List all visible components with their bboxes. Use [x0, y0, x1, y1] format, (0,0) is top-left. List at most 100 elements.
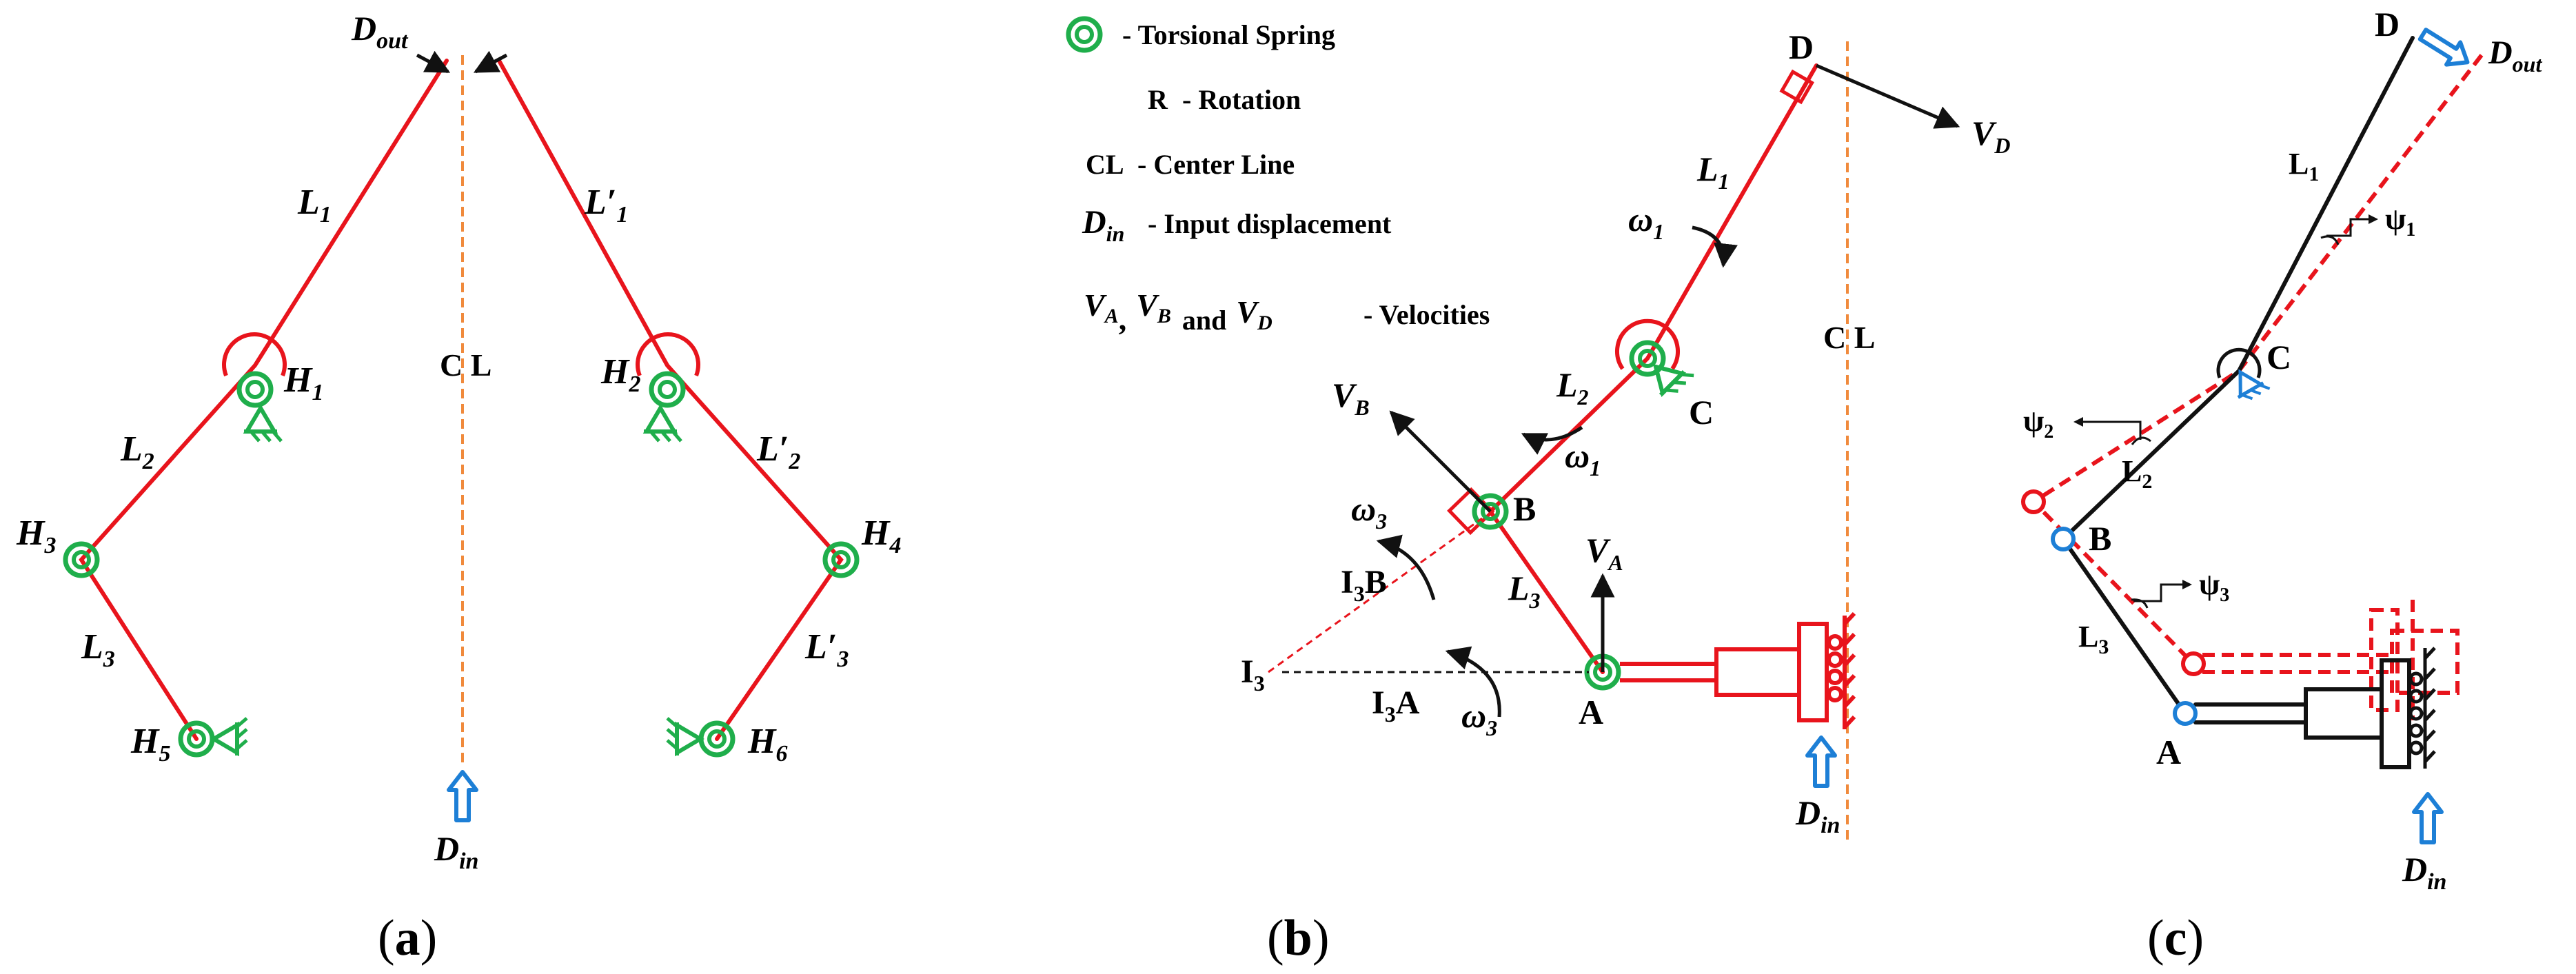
panel-a: C L Dout L1 L′1 L2 L′2 L3 L′3 H1 — [16, 9, 901, 966]
i3-label: I3 — [1241, 653, 1265, 696]
d-out-arrow-c — [2417, 28, 2470, 67]
w1-label-upper: ω1 — [1628, 200, 1664, 244]
undeformed-configuration — [2060, 36, 2415, 769]
b-deformed-joint — [2021, 489, 2046, 514]
h4-label: H4 — [861, 514, 901, 558]
center-line-label-b: C L — [1823, 320, 1875, 355]
h1-label: H1 — [283, 361, 323, 405]
l2-label-a: L2 — [120, 429, 154, 474]
mechanism-links-b — [1488, 63, 1818, 674]
h5-ground-icon — [214, 718, 247, 755]
l3-label-b: L3 — [1508, 569, 1541, 613]
d-out-label-c: Dout — [2488, 34, 2542, 77]
legend-spring-text: - Torsional Spring — [1122, 19, 1335, 50]
va-label: VA — [1585, 531, 1623, 575]
h2-label: H2 — [600, 352, 640, 397]
d-right-angle — [1779, 69, 1814, 105]
w3-label-upper: ω3 — [1351, 489, 1387, 534]
l2-label-b: L2 — [1556, 365, 1589, 409]
l1-label-b: L1 — [1696, 150, 1730, 194]
h6-ground-icon — [667, 718, 700, 755]
vd-vector — [1816, 63, 1960, 129]
psi-markers — [2082, 218, 2370, 609]
legend-velocity-text: - Velocities — [1363, 299, 1490, 330]
l3-label-c: L3 — [2078, 620, 2109, 658]
h2-ground-icon — [644, 408, 681, 441]
point-c-c: C — [2266, 338, 2291, 376]
d-in-arrow-b — [1807, 738, 1835, 786]
i3a-label: I3A — [1372, 684, 1420, 727]
left-chain-links — [79, 59, 449, 741]
l2p-label-a: L′2 — [756, 429, 800, 474]
w3-rotation-arc-upper — [1376, 534, 1436, 600]
ground-c-icon-b — [1644, 352, 1694, 402]
psi3-label: ψ3 — [2199, 567, 2229, 606]
d-in-label-a: Din — [434, 829, 478, 874]
legend: - Torsional Spring R - Rotation CL - Cen… — [1068, 19, 1490, 336]
legend-r-key: R — [1148, 84, 1168, 115]
w1-rotation-arc-upper — [1692, 225, 1738, 268]
vd-label: VD — [1971, 114, 2010, 158]
panel-b: - Torsional Spring R - Rotation CL - Cen… — [1068, 19, 2010, 966]
a-joint-c — [2173, 701, 2198, 726]
point-d-c: D — [2375, 5, 2400, 43]
legend-r-text: - Rotation — [1182, 84, 1301, 115]
h1-ground-icon — [244, 408, 281, 441]
point-d-b: D — [1789, 28, 1814, 66]
l2-label-c: L2 — [2122, 454, 2152, 493]
legend-cl-text: - Center Line — [1137, 149, 1295, 180]
point-a-b: A — [1579, 693, 1603, 731]
psi1-label: ψ1 — [2385, 202, 2415, 241]
ground-slider-c — [2408, 647, 2436, 769]
l3p-label-a: L′3 — [804, 627, 849, 672]
h2-hinge-arc — [636, 332, 700, 377]
panel-c: D Dout C B A L1 L2 L3 ψ1 ψ2 ψ3 Din (c) — [2021, 5, 2542, 966]
point-c-b: C — [1689, 393, 1714, 432]
l1p-label-a: L′1 — [584, 183, 628, 227]
w3-label-lower: ω3 — [1461, 696, 1497, 740]
caption-a: (a) — [378, 910, 437, 966]
point-a-c: A — [2156, 733, 2181, 771]
d-in-label-b: Din — [1795, 793, 1840, 838]
caption-b: (b) — [1267, 910, 1329, 966]
right-chain-links — [497, 59, 844, 741]
d-in-label-c: Din — [2402, 850, 2446, 895]
d-in-arrow-a — [449, 772, 476, 820]
point-b-c: B — [2089, 519, 2111, 558]
legend-spring-icon — [1068, 19, 1100, 50]
h1-spring — [239, 374, 271, 405]
w1-rotation-arc-lower — [1521, 425, 1583, 455]
caption-c: (c) — [2147, 910, 2204, 966]
c-hinge-arc-b — [1615, 318, 1680, 370]
legend-din-key: Din — [1082, 204, 1124, 246]
d-out-label-a: Dout — [351, 9, 409, 54]
svg-text:Dout: Dout — [351, 9, 409, 54]
l1-label-a: L1 — [297, 183, 332, 227]
vb-vector — [1389, 410, 1492, 513]
c-ground-icon-c — [2237, 369, 2271, 400]
center-line-label-a: C L — [440, 347, 491, 383]
i3b-dashed-line — [1268, 517, 1483, 673]
w1-label-lower: ω1 — [1565, 436, 1601, 480]
h6-label: H6 — [747, 722, 787, 767]
a-deformed-joint — [2181, 651, 2206, 676]
h1-hinge-arc — [222, 332, 287, 377]
c-hinge-arc-c — [2216, 347, 2262, 378]
l3-label-a: L3 — [81, 627, 115, 672]
w3-rotation-arc-lower — [1445, 646, 1501, 718]
legend-din-text: - Input displacement — [1148, 208, 1392, 239]
psi-arrowheads — [2073, 214, 2378, 589]
h5-label: H5 — [130, 722, 170, 767]
d-in-arrow-c — [2414, 794, 2442, 842]
legend-cl-key: CL — [1086, 149, 1124, 180]
d-out-arrows — [416, 50, 508, 74]
i3b-label: I3B — [1341, 564, 1387, 606]
l1-label-c: L1 — [2289, 147, 2319, 185]
point-b-b: B — [1513, 489, 1536, 528]
vb-label: VB — [1332, 376, 1370, 420]
h2-spring — [651, 374, 683, 405]
h3-label: H3 — [16, 514, 56, 558]
b-joint-c — [2051, 527, 2076, 551]
